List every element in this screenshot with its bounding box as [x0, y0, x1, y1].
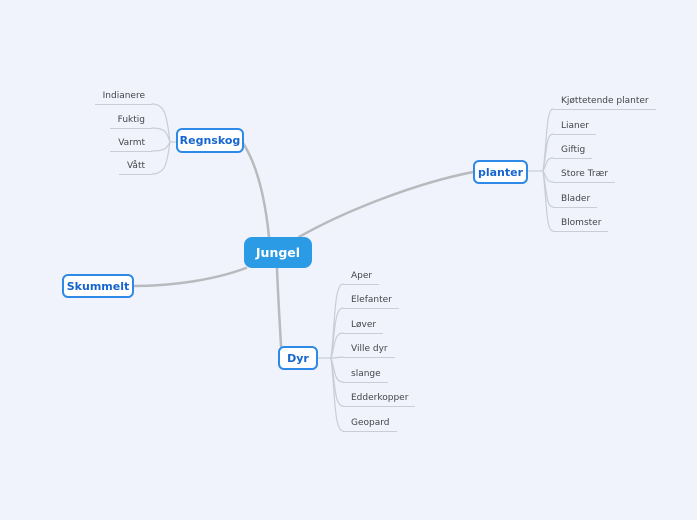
leaf-node-lianer[interactable]: Lianer — [553, 120, 596, 135]
leaf-node-blader[interactable]: Blader — [553, 193, 598, 208]
edge-jungel-planter — [297, 170, 475, 239]
leaf-node-blomster[interactable]: Blomster — [553, 217, 609, 232]
leaf-node-indianere[interactable]: Indianere — [94, 90, 152, 105]
edge-dyr-elefanter — [330, 307, 344, 359]
leaf-node-kjottetende-planter[interactable]: Kjøttetende planter — [553, 95, 656, 110]
leaf-node-edderkopper[interactable]: Edderkopper — [343, 392, 416, 407]
edge-regnskog-fuktig — [151, 127, 171, 143]
edge-planter-blomster — [542, 170, 554, 232]
branch-node-planter[interactable]: planter — [473, 160, 528, 184]
edge-regnskog-vatt — [151, 141, 171, 175]
edge-dyr-geopard — [330, 357, 344, 432]
leaf-node-elefanter[interactable]: Elefanter — [343, 294, 399, 309]
leaf-node-aper[interactable]: Aper — [343, 270, 380, 285]
leaf-node-vatt[interactable]: Vått — [118, 160, 152, 175]
edge-dyr-villedyr — [330, 356, 344, 359]
edge-jungel-regnskog — [241, 141, 271, 239]
edge-regnskog-varmt — [151, 141, 171, 152]
leaf-node-geopard[interactable]: Geopard — [343, 417, 397, 432]
leaf-node-store-traer[interactable]: Store Trær — [553, 168, 616, 183]
leaf-node-giftig[interactable]: Giftig — [553, 144, 593, 159]
branch-node-dyr[interactable]: Dyr — [278, 346, 318, 370]
leaf-node-slange[interactable]: slange — [343, 368, 388, 383]
root-node-jungel[interactable]: Jungel — [244, 237, 312, 268]
edge-planter-giftig — [542, 157, 554, 172]
branch-node-skummelt[interactable]: Skummelt — [62, 274, 134, 298]
branch-node-regnskog[interactable]: Regnskog — [176, 128, 244, 153]
edge-jungel-dyr — [275, 266, 283, 348]
leaf-node-fuktig[interactable]: Fuktig — [109, 114, 152, 129]
leaf-node-ville-dyr[interactable]: Ville dyr — [343, 343, 395, 358]
leaf-node-varmt[interactable]: Varmt — [110, 137, 152, 152]
edge-jungel-skummelt — [132, 266, 248, 288]
edge-dyr-lover — [330, 332, 344, 359]
edge-planter-lianer — [542, 133, 554, 172]
edge-regnskog-indianere — [151, 103, 171, 143]
leaf-node-lover[interactable]: Løver — [343, 319, 384, 334]
